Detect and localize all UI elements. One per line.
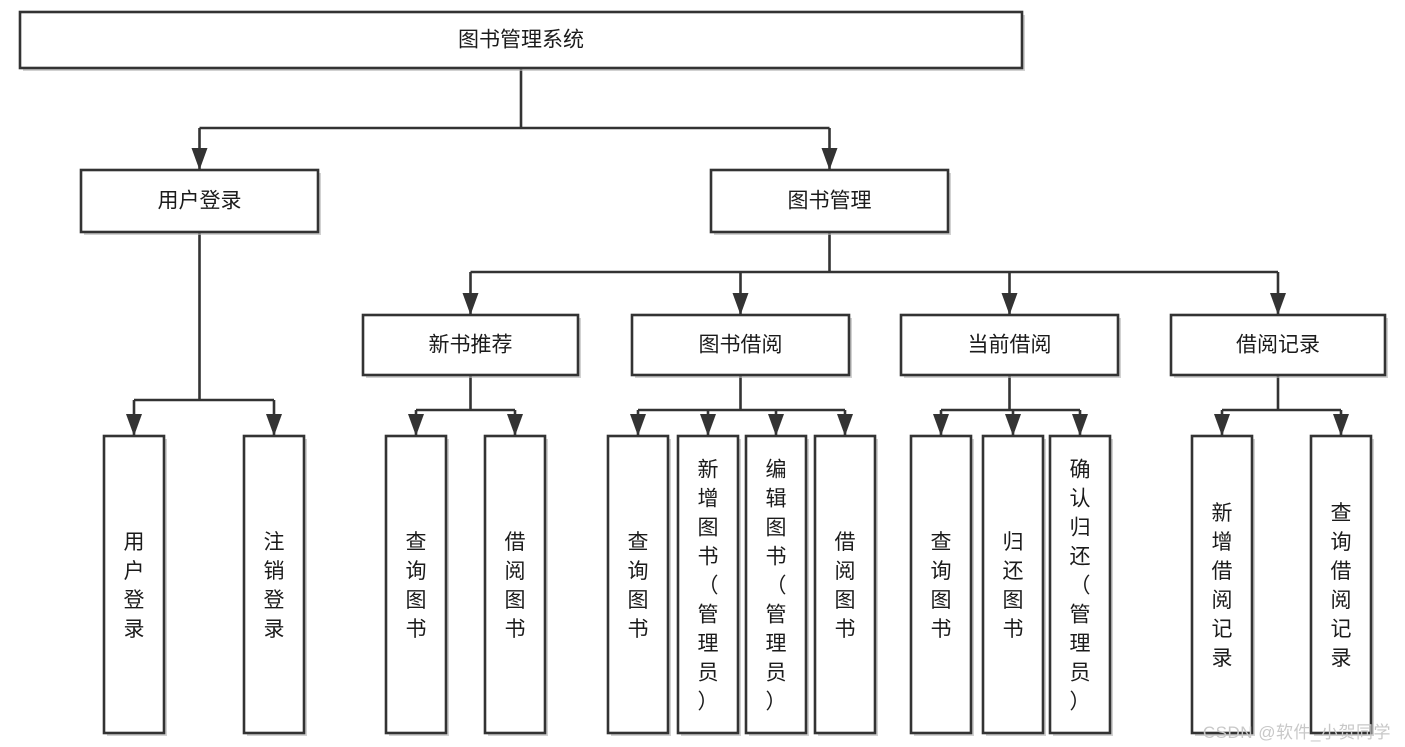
node-leaf-user-login[interactable]: 用户登录 <box>102 434 167 736</box>
node-label: 图书管理系统 <box>458 29 584 52</box>
node-leaf-confirm-return[interactable]: 确认归还（管理员） <box>1048 434 1113 736</box>
node-leaf-query-book-1[interactable]: 查询图书 <box>384 434 449 736</box>
node-label: 用户登录 <box>158 190 242 213</box>
node-label: 当前借阅 <box>968 334 1052 357</box>
node-label: 查询图书 <box>406 531 427 641</box>
connector-layer <box>126 68 1349 436</box>
node-label: 新书推荐 <box>429 334 513 357</box>
node-label: 注销登录 <box>264 531 285 641</box>
node-user-login[interactable]: 用户登录 <box>79 168 321 235</box>
node-borrow-record[interactable]: 借阅记录 <box>1169 313 1388 378</box>
node-leaf-return-book[interactable]: 归还图书 <box>981 434 1046 736</box>
node-book-manage[interactable]: 图书管理 <box>709 168 951 235</box>
node-leaf-add-book[interactable]: 新增图书（管理员） <box>676 434 741 736</box>
node-label: 编辑图书（管理员） <box>766 459 787 714</box>
node-leaf-logout[interactable]: 注销登录 <box>242 434 307 736</box>
node-label: 图书管理 <box>788 190 872 213</box>
arrow-head-icon <box>462 293 479 315</box>
node-label: 借阅图书 <box>505 531 526 641</box>
arrow-head-icon <box>700 414 716 436</box>
node-leaf-add-record[interactable]: 新增借阅记录 <box>1190 434 1255 736</box>
node-layer: 图书管理系统用户登录图书管理新书推荐图书借阅当前借阅借阅记录用户登录注销登录查询… <box>18 10 1388 736</box>
arrow-head-icon <box>408 414 424 436</box>
node-leaf-borrow-book-1[interactable]: 借阅图书 <box>483 434 548 736</box>
node-label: 查询图书 <box>931 531 952 641</box>
node-label: 查询借阅记录 <box>1331 502 1352 670</box>
arrow-head-icon <box>126 414 142 436</box>
node-leaf-query-book-2[interactable]: 查询图书 <box>606 434 671 736</box>
arrow-head-icon <box>1005 414 1021 436</box>
node-label: 借阅图书 <box>835 531 856 641</box>
arrow-head-icon <box>821 148 838 170</box>
node-label: 新增借阅记录 <box>1212 502 1233 670</box>
arrow-head-icon <box>191 148 208 170</box>
arrow-head-icon <box>266 414 282 436</box>
node-label: 归还图书 <box>1003 531 1024 641</box>
arrow-head-icon <box>933 414 949 436</box>
arrow-head-icon <box>732 293 749 315</box>
node-leaf-query-book-3[interactable]: 查询图书 <box>909 434 974 736</box>
node-leaf-edit-book[interactable]: 编辑图书（管理员） <box>744 434 809 736</box>
node-current-borrow[interactable]: 当前借阅 <box>899 313 1121 378</box>
node-label: 图书借阅 <box>699 334 783 357</box>
node-label: 确认归还（管理员） <box>1070 459 1091 714</box>
node-root-root[interactable]: 图书管理系统 <box>18 10 1025 71</box>
node-book-borrow[interactable]: 图书借阅 <box>630 313 852 378</box>
csdn-watermark: CSDN @软件_小贺同学 <box>1202 723 1391 742</box>
node-label: 新增图书（管理员） <box>698 459 719 714</box>
arrow-head-icon <box>837 414 853 436</box>
arrow-head-icon <box>1214 414 1230 436</box>
arrow-head-icon <box>1270 293 1286 315</box>
node-label: 用户登录 <box>124 531 145 641</box>
node-new-book-rec[interactable]: 新书推荐 <box>361 313 581 378</box>
arrow-head-icon <box>630 414 646 436</box>
node-leaf-borrow-book-2[interactable]: 借阅图书 <box>813 434 878 736</box>
arrow-head-icon <box>507 414 523 436</box>
arrow-head-icon <box>1001 293 1018 315</box>
node-label: 查询图书 <box>628 531 649 641</box>
arrow-head-icon <box>768 414 784 436</box>
arrow-head-icon <box>1333 414 1349 436</box>
node-label: 借阅记录 <box>1236 334 1320 357</box>
node-leaf-query-record[interactable]: 查询借阅记录 <box>1309 434 1374 736</box>
arrow-head-icon <box>1072 414 1088 436</box>
